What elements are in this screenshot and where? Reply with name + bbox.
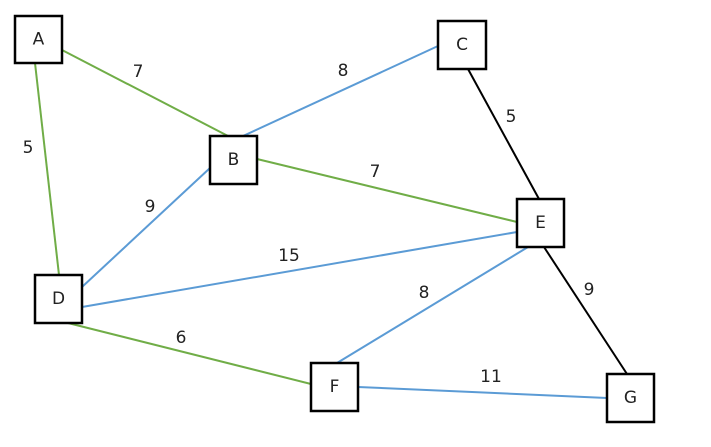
node-label-e: E <box>535 213 546 233</box>
node-box-g <box>605 372 656 424</box>
node-label-f: F <box>330 377 340 397</box>
node-b: B <box>208 134 259 186</box>
edge-f-g <box>357 386 608 399</box>
node-g: G <box>605 372 656 424</box>
edge-e-g <box>543 246 628 375</box>
node-box-a <box>13 14 64 65</box>
edge-weight-d-e: 15 <box>278 246 300 266</box>
node-label-g: G <box>624 388 637 408</box>
edge-weight-b-d: 9 <box>145 197 156 217</box>
edge-weight-a-d: 5 <box>23 138 34 158</box>
edge-d-e <box>81 231 518 308</box>
node-box-e <box>515 197 566 249</box>
node-box-f <box>309 361 360 413</box>
edge-d-f <box>67 322 312 385</box>
node-box-b <box>208 134 259 186</box>
edge-e-f <box>336 246 529 364</box>
edge-weight-d-f: 6 <box>176 328 187 348</box>
edge-weight-e-g: 9 <box>584 280 595 300</box>
node-label-b: B <box>228 150 240 170</box>
node-label-c: C <box>456 35 468 55</box>
edge-weight-c-e: 5 <box>506 107 517 127</box>
edge-weight-a-b: 7 <box>133 62 144 82</box>
edge-a-b <box>61 49 229 137</box>
node-label-d: D <box>52 289 65 309</box>
edge-b-d <box>81 167 211 288</box>
node-e: E <box>515 197 566 249</box>
edge-weight-b-e: 7 <box>370 162 381 182</box>
edge-c-e <box>467 68 540 200</box>
node-label-a: A <box>33 30 45 50</box>
edge-weight-b-c: 8 <box>338 61 349 81</box>
edge-b-e <box>256 158 518 223</box>
edges-layer <box>34 45 628 399</box>
node-f: F <box>309 361 360 413</box>
node-box-d <box>33 273 84 325</box>
edge-b-c <box>242 45 439 137</box>
node-d: D <box>33 273 84 325</box>
edge-a-d <box>34 62 60 276</box>
edge-labels-layer: 7 5 8 7 9 5 15 6 8 9 11 <box>23 61 595 387</box>
node-a: A <box>13 14 64 65</box>
edge-weight-e-f: 8 <box>419 283 430 303</box>
nodes-layer: A B C D E F G <box>13 14 656 424</box>
node-box-c <box>436 19 488 71</box>
node-c: C <box>436 19 488 71</box>
edge-weight-f-g: 11 <box>480 367 502 387</box>
